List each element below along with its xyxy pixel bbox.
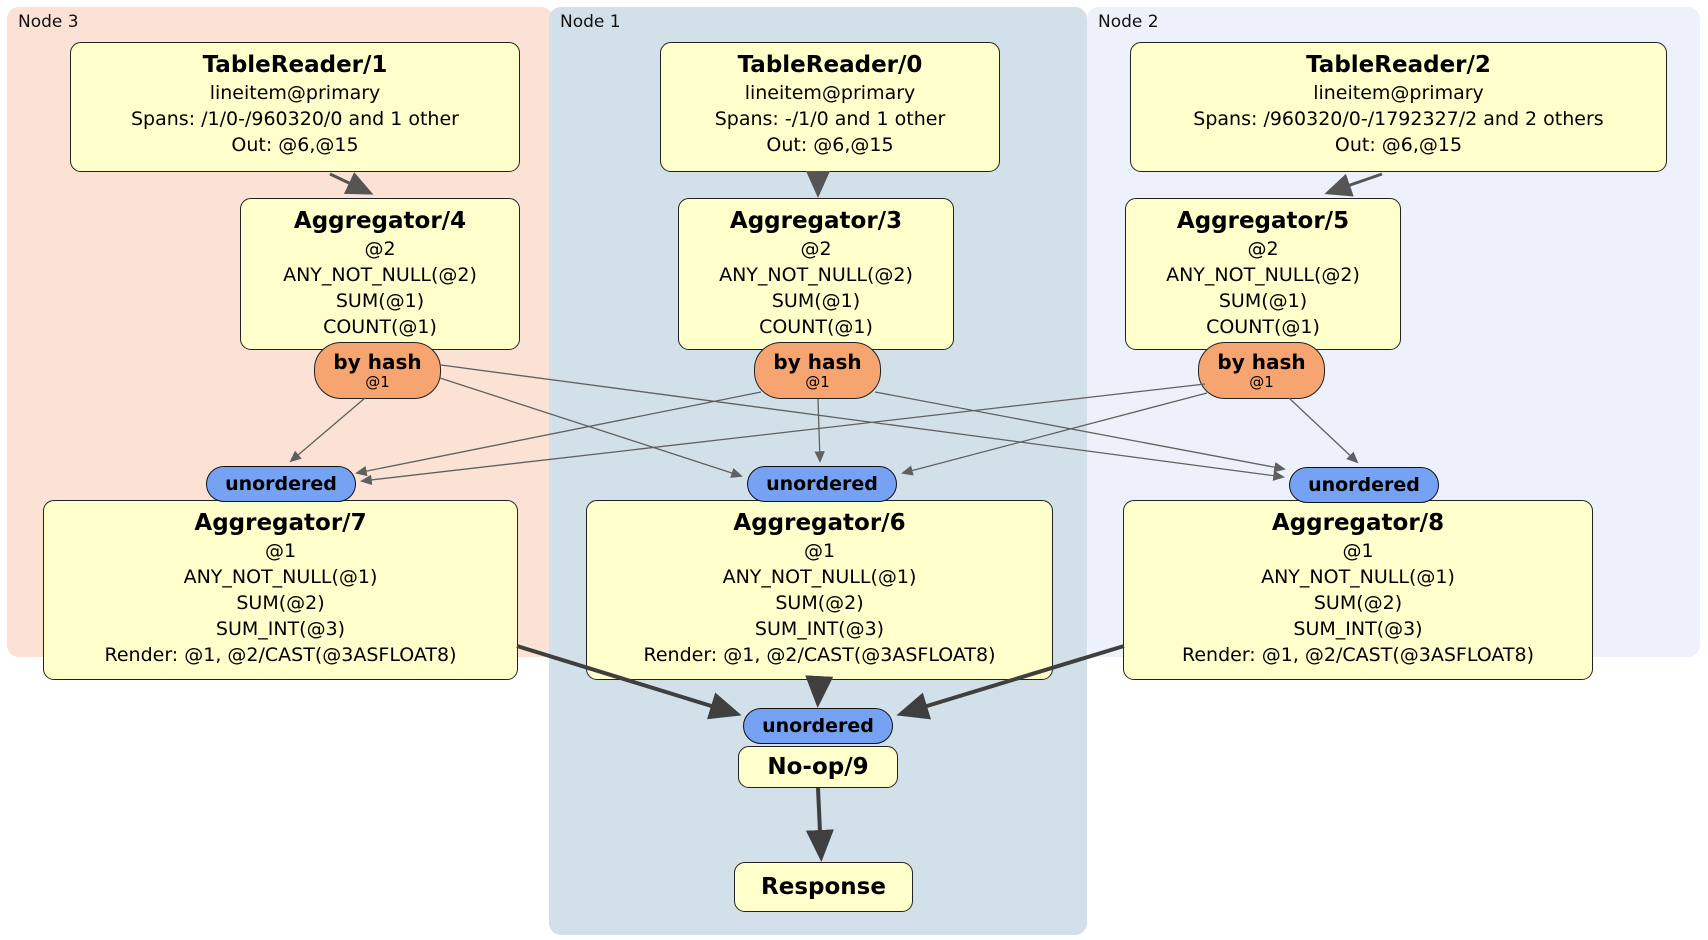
agg-func: COUNT(@1) [1206,316,1320,338]
processor-title: Aggregator/5 [1176,208,1350,234]
agg-group-cols: @2 [364,238,396,260]
agg-func: SUM(@1) [335,290,425,312]
region-label-node1: Node 1 [560,12,621,32]
processor-title: Aggregator/6 [733,510,906,536]
processor-aggregator-4: Aggregator/4 @2 ANY_NOT_NULL(@2) SUM(@1)… [240,198,520,350]
sync-label: unordered [762,715,874,737]
agg-group-cols: @2 [800,238,832,260]
agg-func: ANY_NOT_NULL(@1) [1261,566,1455,588]
agg-func: SUM(@1) [771,290,861,312]
processor-aggregator-5: Aggregator/5 @2 ANY_NOT_NULL(@2) SUM(@1)… [1125,198,1401,350]
agg-func: SUM_INT(@3) [754,618,885,640]
agg-func: SUM(@2) [236,592,325,614]
processor-title: Aggregator/4 [293,208,467,234]
processor-aggregator-7: Aggregator/7 @1 ANY_NOT_NULL(@1) SUM(@2)… [43,500,518,680]
processor-response: Response [734,862,913,912]
processor-title: TableReader/0 [737,52,923,78]
router-by-hash-left: by hash @1 [314,342,441,399]
processor-title: No-op/9 [767,754,869,780]
agg-func: SUM(@1) [1218,290,1308,312]
agg-func: SUM_INT(@3) [215,618,346,640]
processor-title: Aggregator/7 [194,510,367,536]
router-by-hash-right: by hash @1 [1198,342,1325,399]
agg-group-cols: @1 [1342,540,1374,562]
processor-title: TableReader/1 [202,52,388,78]
processor-noop-9: No-op/9 [738,746,898,788]
router-by-hash-middle: by hash @1 [754,342,881,399]
processor-out: Out: @6,@15 [1334,134,1463,156]
agg-func: ANY_NOT_NULL(@2) [1166,264,1360,286]
region-label-node2: Node 2 [1098,12,1159,32]
processor-tablereader-2: TableReader/2 lineitem@primary Spans: /9… [1130,42,1667,172]
agg-func: COUNT(@1) [323,316,437,338]
processor-title: Aggregator/3 [729,208,903,234]
router-label: by hash [773,349,862,374]
agg-render: Render: @1, @2/CAST(@3ASFLOAT8) [1182,644,1534,666]
agg-render: Render: @1, @2/CAST(@3ASFLOAT8) [104,644,457,666]
agg-group-cols: @2 [1247,238,1279,260]
sync-label: unordered [766,473,878,495]
region-label-node3: Node 3 [18,12,79,32]
processor-aggregator-8: Aggregator/8 @1 ANY_NOT_NULL(@1) SUM(@2)… [1123,500,1593,680]
processor-title: Aggregator/8 [1271,510,1445,536]
agg-func: COUNT(@1) [759,316,873,338]
processor-aggregator-6: Aggregator/6 @1 ANY_NOT_NULL(@1) SUM(@2)… [586,500,1053,680]
processor-title: Response [761,874,886,900]
agg-func: ANY_NOT_NULL(@2) [283,264,477,286]
sync-label: unordered [225,473,337,495]
router-label: by hash [1217,349,1306,374]
router-detail: @1 [1249,372,1274,391]
agg-group-cols: @1 [264,540,297,562]
agg-func: SUM_INT(@3) [1293,618,1423,640]
processor-index: lineitem@primary [744,82,916,104]
sync-unordered-right: unordered [1289,467,1439,503]
processor-spans: Spans: -/1/0 and 1 other [714,108,946,130]
processor-out: Out: @6,@15 [231,134,359,156]
processor-tablereader-0: TableReader/0 lineitem@primary Spans: -/… [660,42,1000,172]
agg-group-cols: @1 [803,540,836,562]
sync-unordered-final: unordered [743,708,893,744]
processor-spans: Spans: /1/0-/960320/0 and 1 other [131,108,459,130]
processor-index: lineitem@primary [1313,82,1484,104]
processor-spans: Spans: /960320/0-/1792327/2 and 2 others [1193,108,1604,130]
agg-func: ANY_NOT_NULL(@1) [722,566,917,588]
sync-unordered-middle: unordered [747,466,897,502]
agg-func: SUM(@2) [1313,592,1403,614]
agg-func: SUM(@2) [775,592,864,614]
sync-label: unordered [1308,474,1420,496]
processor-tablereader-1: TableReader/1 lineitem@primary Spans: /1… [70,42,520,172]
router-detail: @1 [805,372,830,391]
agg-func: ANY_NOT_NULL(@2) [719,264,913,286]
router-label: by hash [333,349,422,374]
processor-title: TableReader/2 [1306,52,1491,78]
agg-func: ANY_NOT_NULL(@1) [183,566,378,588]
processor-out: Out: @6,@15 [766,134,894,156]
processor-index: lineitem@primary [209,82,381,104]
sync-unordered-left: unordered [206,466,356,502]
processor-aggregator-3: Aggregator/3 @2 ANY_NOT_NULL(@2) SUM(@1)… [678,198,954,350]
router-detail: @1 [365,372,390,391]
agg-render: Render: @1, @2/CAST(@3ASFLOAT8) [643,644,996,666]
